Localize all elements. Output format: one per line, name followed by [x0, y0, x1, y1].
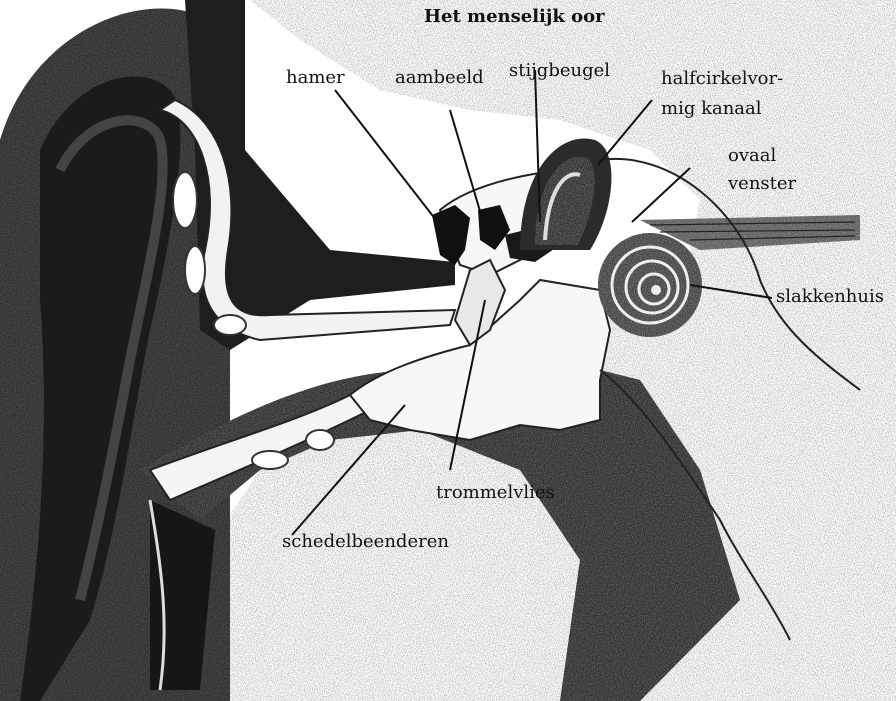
leader-hamer	[335, 90, 450, 238]
label-hamer: hamer	[286, 67, 345, 89]
label-halfcirkelvormig-kanaal-line1: halfcirkelvor-	[661, 68, 783, 90]
semicircular-canals	[520, 138, 611, 250]
label-ovaal-venster-line2: venster	[728, 173, 796, 195]
diagram-title: Het menselijk oor	[424, 6, 605, 27]
label-slakkenhuis: slakkenhuis	[776, 286, 884, 308]
label-ovaal-venster-line1: ovaal	[728, 145, 776, 167]
cochlea	[598, 233, 702, 337]
label-trommelvlies: trommelvlies	[436, 482, 555, 504]
label-schedelbeenderen: schedelbeenderen	[282, 531, 449, 553]
label-halfcirkelvormig-kanaal-line2: mig kanaal	[661, 98, 762, 120]
leader-ovaal	[632, 168, 690, 222]
label-stijgbeugel: stijgbeugel	[509, 60, 610, 82]
label-aambeeld: aambeeld	[395, 67, 484, 89]
